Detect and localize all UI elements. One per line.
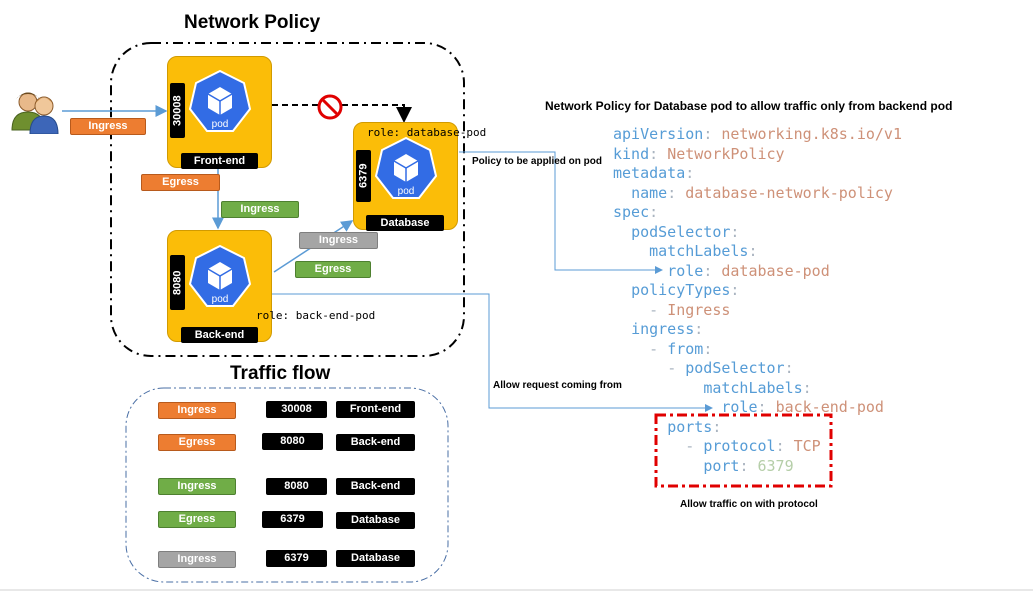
backend-ingress-tag: Ingress [221,201,299,218]
kubernetes-pod-icon: pod [188,69,252,132]
database-pod-icon-label: pod [398,186,415,197]
backend-role-label: role: back-end-pod [256,309,376,322]
flow-port-tag: 30008 [266,401,327,418]
flow-pod-tag: Database [336,512,415,529]
no-entry-icon [317,94,343,120]
flow-type-tag: Ingress [158,402,236,419]
blocked-frontend-to-database-arrow [272,104,412,123]
flow-pod-tag: Database [336,550,415,567]
yaml-line: podSelector: [631,222,740,241]
yaml-line: role: back-end-pod [721,398,884,416]
policy-applied-note: Policy to be applied on pod [472,156,603,167]
users-icon [11,92,59,134]
flow-pod-tag: Back-end [336,478,415,495]
network-policy-title: Network Policy [184,12,321,33]
frontend-name: Front-end [181,153,258,169]
allow-from-connector [270,293,713,412]
traffic-flow-title: Traffic flow [230,363,331,384]
yaml-line: matchLabels: [649,242,758,260]
flow-port-tag: 8080 [266,478,327,495]
yaml-line: policyTypes: [631,281,740,299]
flow-port-tag: 8080 [262,433,323,450]
flow-type-tag: Egress [158,434,236,451]
yaml-line: role: database-pod [667,261,830,280]
yaml-line: - podSelector: [667,359,794,377]
frontend-pod-icon-label: pod [212,119,229,130]
yaml-line: matchLabels: [703,378,812,397]
yaml-line: - Ingress [649,300,731,319]
flow-type-tag: Egress [158,511,236,528]
backend-port: 8080 [170,255,185,310]
yaml-line: kind: NetworkPolicy [613,144,785,163]
flow-pod-tag: Back-end [336,434,415,451]
database-ingress-tag: Ingress [299,232,378,249]
database-role-label: role: database-pod [367,126,487,139]
policy-applied-connector [459,151,663,274]
yaml-line: apiVersion: networking.k8s.io/v1 [613,125,902,143]
yaml-line: ingress: [631,320,704,338]
backend-name: Back-end [181,327,258,343]
yaml-line: metadata: [613,164,695,182]
flow-type-tag: Ingress [158,478,236,495]
yaml-line: port: 6379 [703,456,794,475]
flow-type-tag: Ingress [158,551,236,568]
backend-egress-tag: Egress [295,261,371,278]
backend-pod-icon-label: pod [212,294,229,305]
allow-request-note: Allow request coming from [493,380,622,391]
yaml-line: ports: [667,417,722,436]
policy-heading: Network Policy for Database pod to allow… [545,99,953,113]
ports-highlight-box [654,413,833,488]
cluster-boundary [110,42,465,357]
flow-port-tag: 6379 [266,550,327,567]
yaml-line: name: database-network-policy [631,183,893,202]
database-port: 6379 [356,150,371,202]
user-ingress-tag: Ingress [70,118,146,135]
yaml-policy: apiVersion: networking.k8s.io/v1 kind: N… [613,125,902,476]
frontend-egress-tag: Egress [141,174,220,191]
allow-protocol-note: Allow traffic on with protocol [680,499,818,510]
traffic-flow-boundary [125,387,449,583]
frontend-port: 30008 [170,83,185,138]
flow-pod-tag: Front-end [336,401,415,418]
yaml-line: spec: [613,203,659,221]
yaml-line: - from: [649,339,713,358]
flow-port-tag: 6379 [262,511,323,528]
database-name: Database [366,215,444,231]
kubernetes-pod-icon: pod [374,136,438,199]
kubernetes-pod-icon: pod [188,244,252,307]
yaml-line: - protocol: TCP [685,437,821,455]
